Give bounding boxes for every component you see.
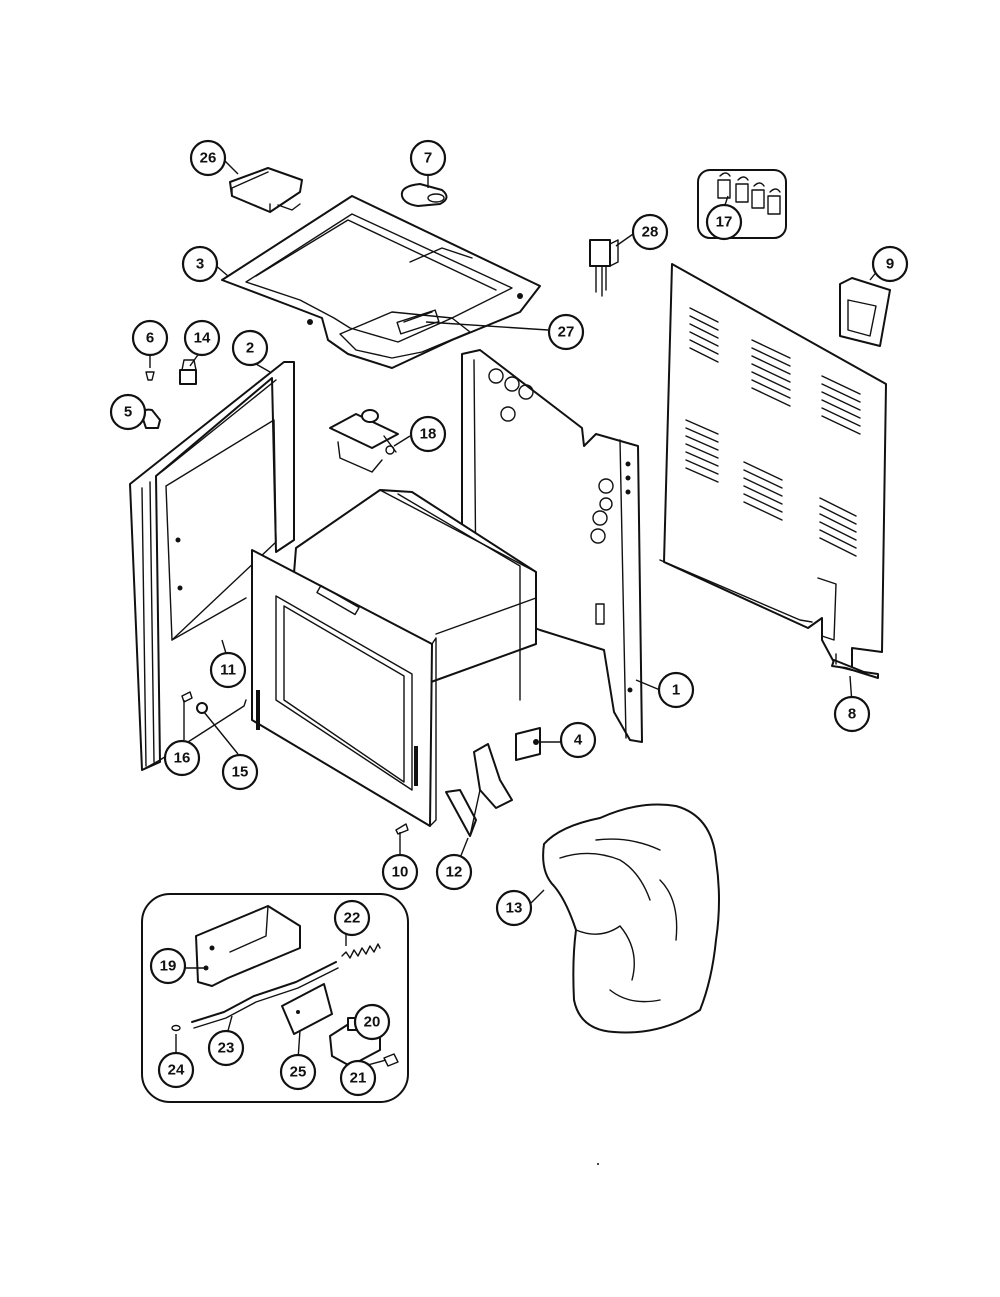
- part-3-top-panel: [221, 195, 541, 369]
- part-9-vent-cover: [839, 277, 891, 347]
- svg-text:26: 26: [200, 150, 217, 167]
- callout-5: 5: [109, 393, 147, 431]
- svg-text:25: 25: [290, 1064, 307, 1081]
- part-10-screw: [395, 823, 409, 835]
- speck: [597, 1163, 599, 1165]
- part-8-bracket: [831, 653, 879, 679]
- callout-6: 6: [131, 319, 169, 357]
- svg-text:17: 17: [716, 214, 733, 231]
- callout-14: 14: [183, 319, 221, 357]
- svg-text:6: 6: [146, 330, 154, 347]
- callout-17: 17: [705, 203, 743, 241]
- svg-text:14: 14: [194, 330, 211, 347]
- svg-text:24: 24: [168, 1062, 185, 1079]
- svg-text:1: 1: [672, 682, 680, 699]
- svg-text:7: 7: [424, 150, 432, 167]
- svg-text:21: 21: [350, 1070, 367, 1087]
- callout-15: 15: [221, 753, 259, 791]
- svg-text:22: 22: [344, 910, 361, 927]
- svg-text:23: 23: [218, 1040, 235, 1057]
- svg-text:15: 15: [232, 764, 249, 781]
- callout-25: 25: [279, 1053, 317, 1091]
- callout-22: 22: [333, 899, 371, 937]
- callout-11: 11: [209, 651, 247, 689]
- callout-3: 3: [181, 245, 219, 283]
- callout-10: 10: [381, 853, 419, 891]
- part-14-clip: [179, 359, 197, 385]
- svg-text:12: 12: [446, 864, 463, 881]
- rear-panel-vents: [685, 307, 861, 557]
- part-2-front-frame: [129, 361, 295, 771]
- callout-16: 16: [163, 739, 201, 777]
- callout-13: 13: [495, 889, 533, 927]
- svg-text:19: 19: [160, 958, 177, 975]
- svg-text:10: 10: [392, 864, 409, 881]
- callout-2: 2: [231, 329, 269, 367]
- oven-front-frame: [251, 549, 437, 827]
- callout-27: 27: [547, 313, 585, 351]
- callout-19: 19: [149, 947, 187, 985]
- callout-4: 4: [559, 721, 597, 759]
- svg-text:11: 11: [220, 662, 236, 679]
- svg-text:5: 5: [124, 404, 132, 421]
- svg-text:9: 9: [886, 256, 894, 273]
- callout-8: 8: [833, 695, 871, 733]
- part-15-grommet: [196, 702, 208, 714]
- callout-18: 18: [409, 415, 447, 453]
- part-6-screw: [145, 371, 155, 381]
- callout-20: 20: [353, 1003, 391, 1041]
- callout-9: 9: [871, 245, 909, 283]
- svg-text:2: 2: [246, 340, 254, 357]
- callout-1: 1: [657, 671, 695, 709]
- svg-text:8: 8: [848, 706, 856, 723]
- callout-26: 26: [189, 139, 227, 177]
- svg-text:27: 27: [558, 324, 575, 341]
- part-4-bracket: [515, 727, 541, 761]
- svg-text:13: 13: [506, 900, 523, 917]
- part-28-switch: [589, 239, 619, 297]
- part-26-control-box: [229, 167, 303, 213]
- part-7-cap: [400, 183, 448, 207]
- part-12-hinge: [445, 743, 513, 837]
- svg-text:20: 20: [364, 1014, 381, 1031]
- callout-12: 12: [435, 853, 473, 891]
- svg-text:4: 4: [574, 732, 583, 749]
- svg-text:28: 28: [642, 224, 659, 241]
- part-17-switch-inset: [697, 169, 787, 239]
- callout-28: 28: [631, 213, 669, 251]
- callout-23: 23: [207, 1029, 245, 1067]
- part-13-insulation: [542, 803, 720, 1034]
- callout-24: 24: [157, 1051, 195, 1089]
- svg-text:16: 16: [174, 750, 191, 767]
- part-18-thermostat: [329, 409, 399, 473]
- callout-7: 7: [409, 139, 447, 177]
- callout-21: 21: [339, 1059, 377, 1097]
- leader-lines: [129, 159, 879, 1067]
- svg-text:3: 3: [196, 256, 204, 273]
- svg-text:18: 18: [420, 426, 437, 443]
